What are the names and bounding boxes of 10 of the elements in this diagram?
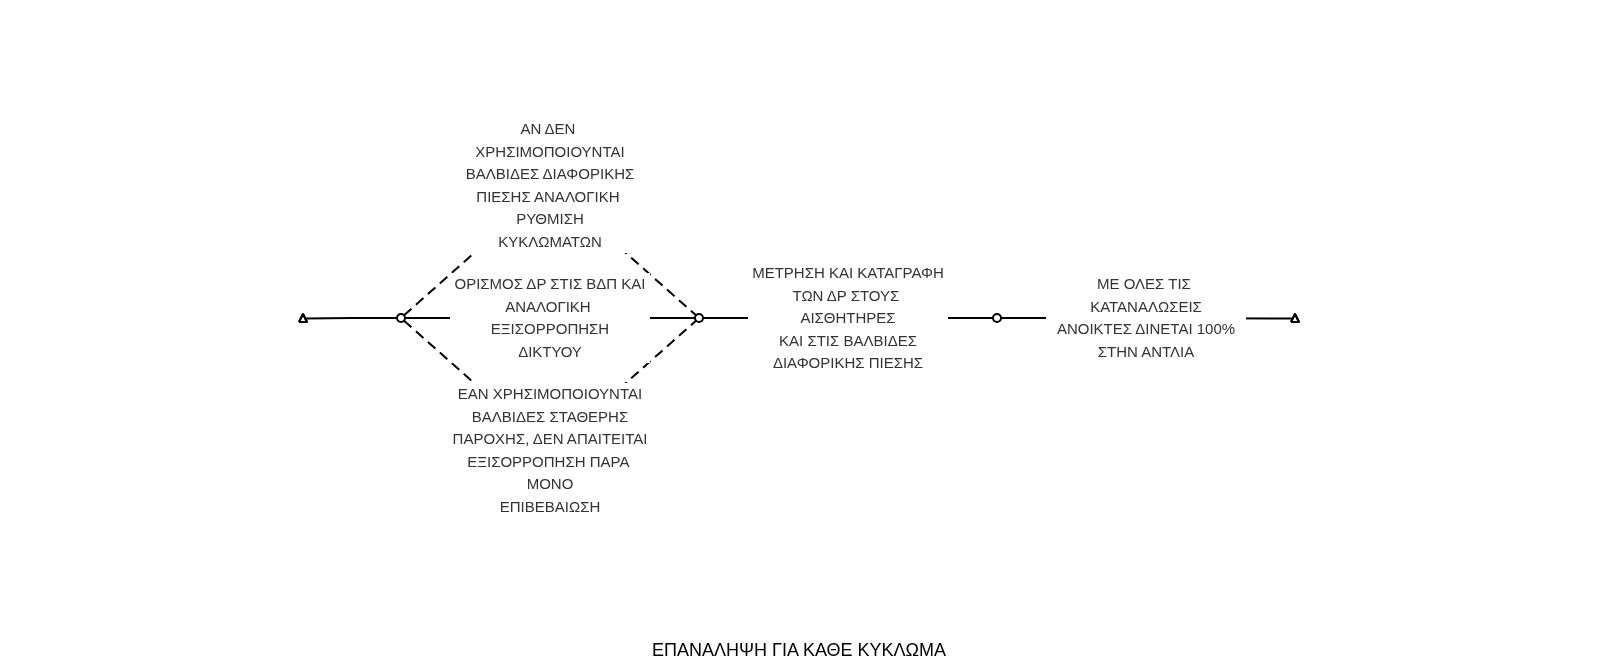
edge-label: ΜΕ ΟΛΕΣ ΤΙΣ ΚΑΤΑΝΑΛΩΣΕΙΣ ΑΝΟΙΚΤΕΣ ΔΙΝΕΤΑΙ 100% ΣΤΗΝ ΑΝΤΛΙΑ (1056, 275, 1236, 360)
edge-label: ΑΝ ΔΕΝ ΧΡΗΣΙΜΟΠΟΙΟΥΝΤΑΙ ΒΑΛΒΙΔΕΣ ΔΙΑΦΟΡΙΚΗΣ ΠΙΕΣΗΣ ΑΝΑΛΟΓΙΚΗ ΡΥΘΜΙΣΗ ΚΥΚΛΩΜΑΤΩΝ (465, 120, 635, 250)
edge-label: ΟΡΙΣΜΟΣ ΔΡ ΣΤΙΣ ΒΔΠ ΚΑΙ ΑΝΑΛΟΓΙΚΗ ΕΞΙΣΟΡΡΟΠΗΣΗ ΔΙΚΤΥΟΥ (454, 275, 646, 360)
node-circle (992, 313, 1002, 323)
edge-label: ΕΑΝ ΧΡΗΣΙΜΟΠΟΙΟΥΝΤΑΙ ΒΑΛΒΙΔΕΣ ΣΤΑΘΕΡΗΣ ΠΑΡΟΧΗΣ, ΔΕΝ ΑΠΑΙΤΕΙΤΑΙ ΕΞΙΣΟΡΡΟΠΗΣΗ ΠΑΡΑ ΜΟΝΟ ΕΠΙΒΕΒΑΙΩΣΗ (452, 385, 648, 515)
node-circle (396, 313, 406, 323)
edge-label: ΜΕΤΡΗΣΗ ΚΑΙ ΚΑΤΑΓΡΑΦΗ ΤΩΝ ΔΡ ΣΤΟΥΣ ΑΙΣΘΗΤΗΡΕΣ ΚΑΙ ΣΤΙΣ ΒΑΛΒΙΔΕΣ ΔΙΑΦΟΡΙΚΗΣ ΠΙΕΣΗΣ (752, 263, 944, 371)
connector (304, 317, 398, 320)
note-text: ΕΠΑΝΑΛΗΨΗ ΓΙΑ ΚΑΘΕ ΚΥΚΛΩΜΑ (651, 640, 947, 660)
node-circle (694, 313, 704, 323)
